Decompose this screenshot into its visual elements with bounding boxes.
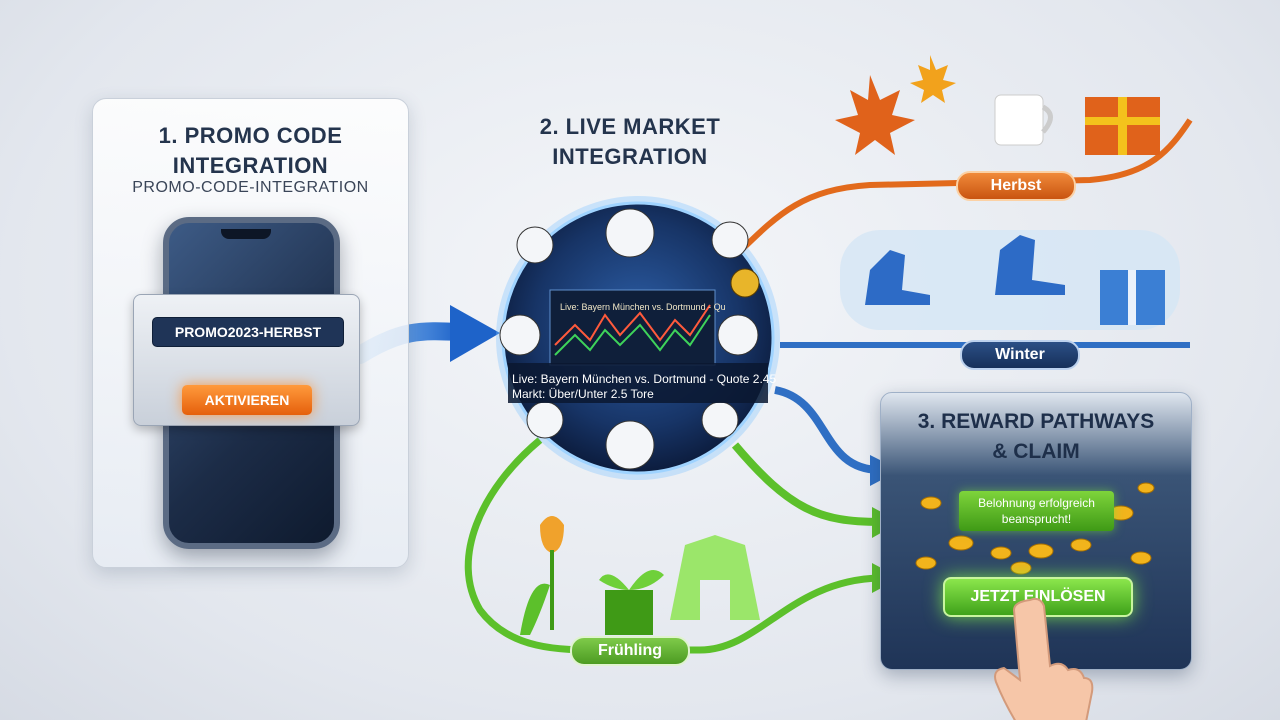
ticker-line1: Live: Bayern München vs. Dortmund - Quot…	[512, 372, 777, 386]
reward-panel-title: 3. REWARD PATHWAYS & CLAIM	[881, 407, 1191, 467]
spring-to-reward-path	[731, 442, 881, 526]
season-label-winter[interactable]: Winter	[960, 340, 1080, 370]
winter-to-reward-path	[774, 386, 881, 474]
ticker-panel	[508, 363, 768, 403]
promo-title-line2: INTEGRATION	[172, 153, 329, 178]
live-market-sphere	[496, 196, 780, 480]
hand-pointer-icon	[994, 597, 1094, 720]
season-label-autumn[interactable]: Herbst	[956, 171, 1076, 201]
autumn-path	[712, 118, 1193, 278]
success-line1: Belohnung erfolgreich	[978, 496, 1095, 510]
live-market-title: 2. LIVE MARKET INTEGRATION	[480, 112, 780, 172]
tulip-icon	[540, 516, 564, 553]
season-label-spring[interactable]: Frühling	[570, 636, 690, 666]
maple-leaf-icon-small	[910, 55, 956, 103]
activate-button[interactable]: AKTIVIEREN	[182, 385, 312, 415]
market-line-green	[554, 314, 711, 356]
promo-ticket: PROMO2023-HERBST AKTIVIEREN	[133, 294, 360, 426]
reward-success-message: Belohnung erfolgreich beansprucht!	[959, 491, 1114, 531]
winter-illustration	[840, 230, 1180, 330]
market-line-red	[554, 304, 711, 346]
football-icon	[499, 208, 759, 470]
phone-notch	[221, 229, 271, 239]
ice-skate-icon	[865, 250, 930, 305]
promo-code-panel: 1. PROMO CODE INTEGRATION PROMO-CODE-INT…	[92, 98, 409, 568]
spring-loop-path	[464, 437, 881, 654]
promo-title-line1: 1. PROMO CODE	[158, 123, 343, 148]
arrow-promo-to-market-head	[450, 305, 500, 362]
live-market-title-line1: 2. LIVE MARKET	[539, 114, 721, 139]
coffee-cup-icon	[994, 94, 1044, 146]
jacket-icon	[670, 535, 760, 620]
spring-illustration	[520, 516, 760, 635]
promo-panel-subtitle: PROMO-CODE-INTEGRATION	[132, 179, 369, 196]
promo-code-field[interactable]: PROMO2023-HERBST	[152, 317, 344, 347]
plant-pot-icon	[605, 590, 653, 635]
reward-title-line2: & CLAIM	[992, 440, 1080, 463]
maple-leaf-icon	[835, 75, 915, 155]
chart-ticker-text: Live: Bayern München vs. Dortmund - Quot…	[560, 302, 725, 312]
gold-coins-illustration	[915, 482, 1155, 575]
ticker-line2: Markt: Über/Unter 2.5 Tore	[512, 387, 654, 401]
promo-panel-title: 1. PROMO CODE INTEGRATION	[93, 121, 408, 181]
autumn-illustration	[835, 55, 1160, 155]
reward-title-line1: 3. REWARD PATHWAYS	[917, 410, 1155, 433]
ice-skate-icon-2	[995, 235, 1065, 295]
gold-ball-icon	[730, 268, 760, 298]
success-line2: beansprucht!	[1001, 512, 1072, 526]
live-market-title-line2: INTEGRATION	[552, 144, 708, 169]
